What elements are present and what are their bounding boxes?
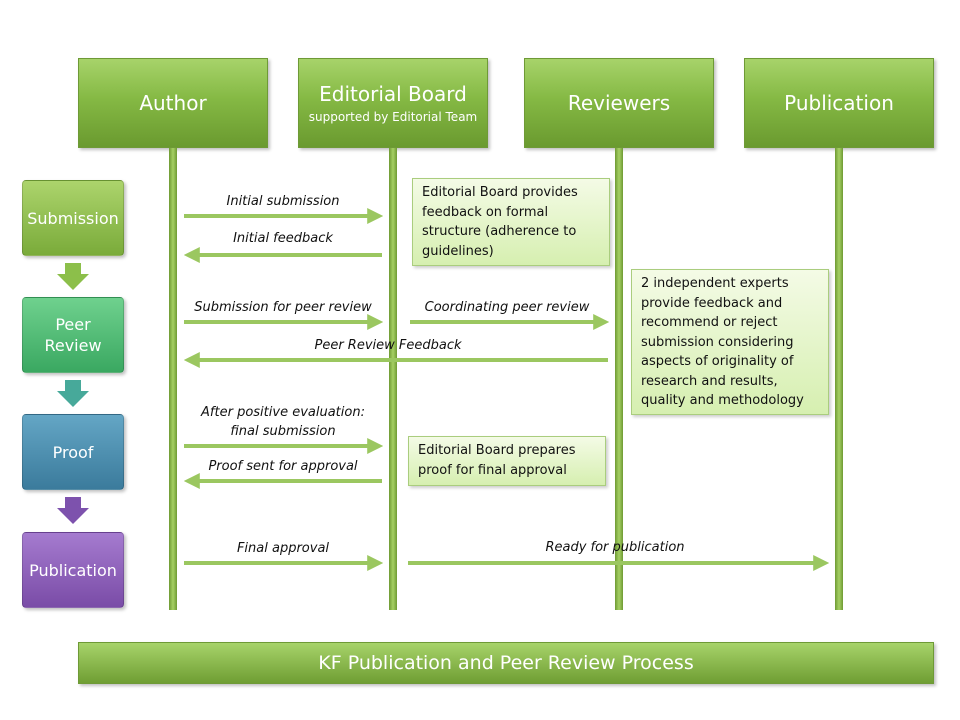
label-initial-feedback: Initial feedback — [233, 231, 333, 246]
stage-down-arrow-1 — [57, 263, 89, 290]
label-proof-sent: Proof sent for approval — [208, 459, 358, 474]
label-after-positive-evaluation: After positive evaluation: — [201, 405, 365, 420]
stage-peer-review: Peer Review — [22, 297, 124, 373]
lifeline-publication — [835, 148, 843, 610]
header-reviewers: Reviewers — [524, 58, 714, 148]
header-author: Author — [78, 58, 268, 148]
note-reviewers: 2 independent experts provide feedback a… — [631, 269, 829, 415]
stage-peer-review-label-line2: Review — [44, 336, 102, 355]
label-peer-review-feedback: Peer Review Feedback — [314, 338, 462, 353]
stage-proof: Proof — [22, 414, 124, 490]
label-initial-submission: Initial submission — [226, 194, 340, 209]
lifeline-reviewers — [615, 148, 623, 610]
stage-publication-label: Publication — [29, 560, 117, 580]
stage-down-arrow-2 — [57, 380, 89, 407]
stage-submission: Submission — [22, 180, 124, 256]
header-publication: Publication — [744, 58, 934, 148]
footer-title-label: KF Publication and Peer Review Process — [318, 652, 694, 674]
label-final-submission: final submission — [230, 424, 336, 439]
stage-down-arrow-3 — [57, 497, 89, 524]
stage-submission-label: Submission — [27, 208, 119, 228]
label-final-approval: Final approval — [236, 541, 330, 556]
header-publication-label: Publication — [784, 91, 894, 115]
note-proof: Editorial Board prepares proof for final… — [408, 436, 606, 486]
header-editorial-board: Editorial Board supported by Editorial T… — [298, 58, 488, 148]
note-editorial-feedback: Editorial Board provides feedback on for… — [412, 178, 610, 266]
stage-peer-review-label-line1: Peer — [55, 315, 91, 334]
footer-title: KF Publication and Peer Review Process — [78, 642, 934, 684]
lifeline-editorial-board — [389, 148, 397, 610]
header-author-label: Author — [139, 91, 207, 115]
stage-publication: Publication — [22, 532, 124, 608]
header-editorial-board-subtitle: supported by Editorial Team — [308, 110, 478, 124]
header-editorial-board-label: Editorial Board — [319, 82, 467, 106]
label-coordinating-peer-review: Coordinating peer review — [424, 300, 590, 315]
label-ready-for-publication: Ready for publication — [545, 540, 685, 555]
stage-proof-label: Proof — [52, 442, 94, 462]
lifeline-author — [169, 148, 177, 610]
header-reviewers-label: Reviewers — [567, 91, 671, 115]
label-submission-for-peer-review: Submission for peer review — [194, 300, 372, 315]
